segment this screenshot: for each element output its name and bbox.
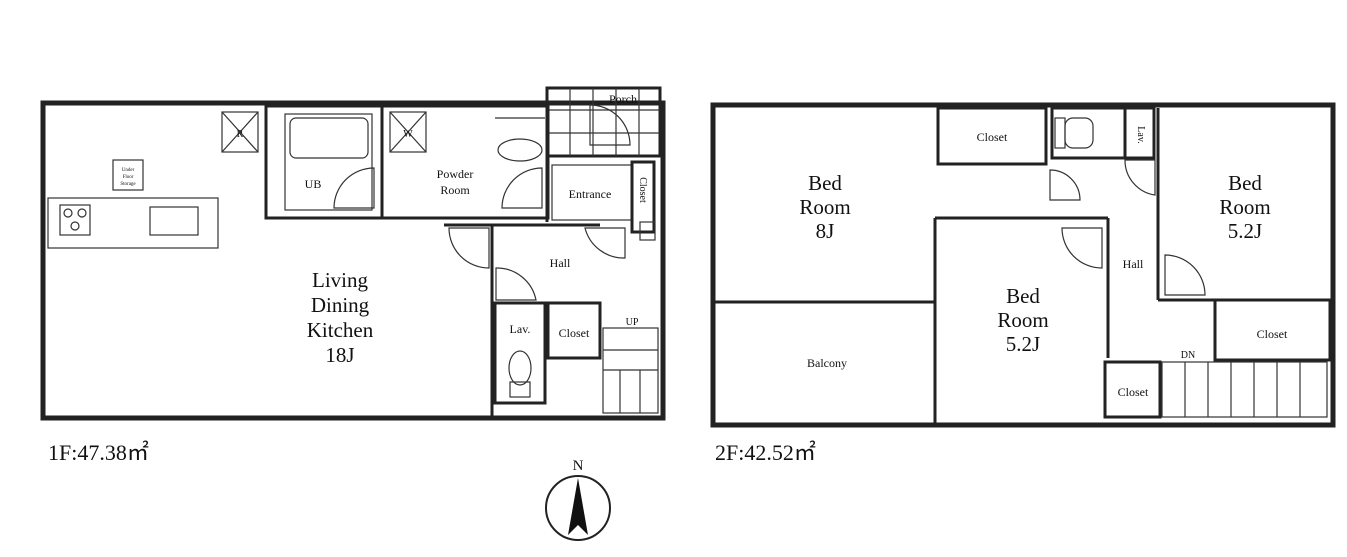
floor1-area: 1F:47.38㎡ <box>48 440 149 465</box>
dn-label: DN <box>1181 350 1195 361</box>
powder-line2: Room <box>440 183 470 197</box>
entrance-closet-label: Closet <box>637 177 648 203</box>
storage-line3: Storage <box>120 182 136 187</box>
ldk-line3: Kitchen <box>307 318 374 342</box>
porch-label: Porch <box>609 92 637 106</box>
storage-line2: Floor <box>123 175 134 180</box>
compass-north-label: N <box>573 458 584 474</box>
r-mark: R <box>237 129 244 140</box>
bed2-line3: 5.2J <box>1006 332 1040 356</box>
bed1-line1: Bed <box>808 171 842 195</box>
balcony-label: Balcony <box>807 356 847 370</box>
up-label: UP <box>626 317 639 328</box>
bed3-line3: 5.2J <box>1228 219 1262 243</box>
bed1-line2: Room <box>799 195 850 219</box>
hall-label-1f: Hall <box>550 256 571 270</box>
lav-label-2f: Lav. <box>1135 126 1146 143</box>
ldk-line1: Living <box>312 268 368 292</box>
floor2-area: 2F:42.52㎡ <box>715 440 816 465</box>
ub-label: UB <box>305 177 322 191</box>
bed3-line2: Room <box>1219 195 1270 219</box>
powder-line1: Powder <box>437 167 474 181</box>
closet-small-label: Closet <box>1118 385 1149 399</box>
bed1-line3: 8J <box>816 219 835 243</box>
closet-top-label: Closet <box>977 130 1008 144</box>
floor2-plan <box>710 102 1336 428</box>
bed3-line1: Bed <box>1228 171 1262 195</box>
ldk-line2: Dining <box>311 293 370 317</box>
bed2-line1: Bed <box>1006 284 1040 308</box>
ldk-line4: 18J <box>325 343 354 367</box>
hall-label-2f: Hall <box>1123 257 1144 271</box>
w-mark: W <box>403 129 413 140</box>
storage-line1: Under <box>122 168 135 173</box>
floor1-plan <box>40 86 666 421</box>
bed2-line2: Room <box>997 308 1048 332</box>
compass: N <box>545 458 611 541</box>
lav-label-1f: Lav. <box>510 322 531 336</box>
closet-label-1f: Closet <box>559 326 590 340</box>
closet-right-label: Closet <box>1257 327 1288 341</box>
entrance-label: Entrance <box>569 187 612 201</box>
